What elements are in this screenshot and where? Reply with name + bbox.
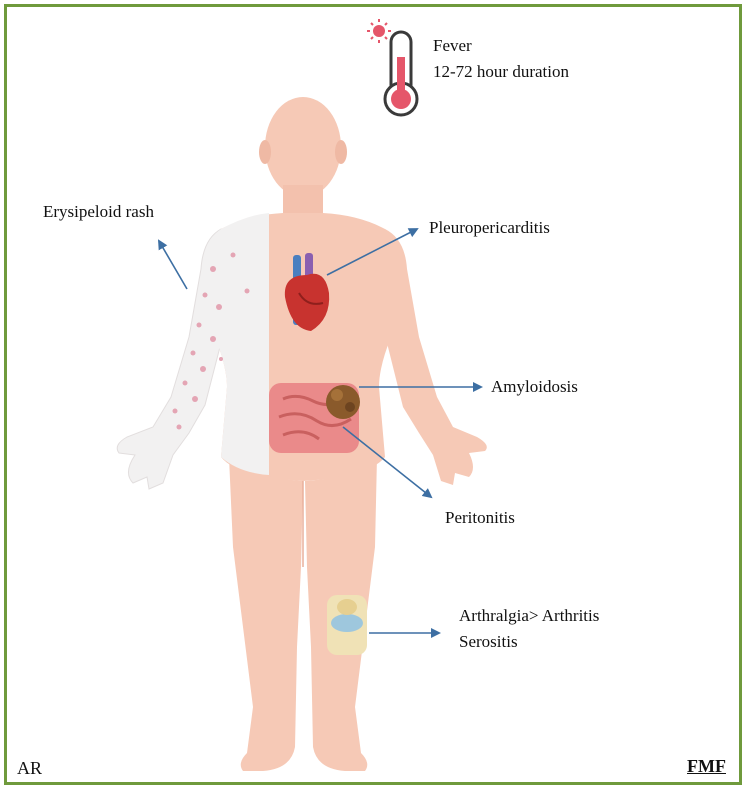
figure-frame: Fever 12-72 hour duration Erysipeloid ra… bbox=[4, 4, 742, 785]
fever-duration-label: 12-72 hour duration bbox=[433, 61, 569, 83]
thermometer-icon bbox=[385, 32, 417, 115]
serositis-label: Serositis bbox=[459, 631, 518, 653]
arrow-rash bbox=[159, 241, 187, 289]
arthralgia-label: Arthralgia> Arthritis bbox=[459, 605, 599, 627]
pleuropericarditis-label: Pleuropericarditis bbox=[429, 217, 550, 239]
sun-icon bbox=[367, 19, 391, 43]
amyloidosis-label: Amyloidosis bbox=[491, 376, 578, 398]
knee-joint-icon bbox=[327, 595, 367, 655]
corner-label-ar: AR bbox=[17, 757, 42, 779]
peritonitis-label: Peritonitis bbox=[445, 507, 515, 529]
fmf-clinical-diagram bbox=[7, 7, 739, 782]
rash-arm bbox=[117, 213, 269, 489]
fever-label: Fever bbox=[433, 35, 472, 57]
rash-label: Erysipeloid rash bbox=[43, 201, 154, 223]
amyloid-mass bbox=[326, 385, 360, 419]
corner-label-fmf: FMF bbox=[687, 755, 726, 777]
